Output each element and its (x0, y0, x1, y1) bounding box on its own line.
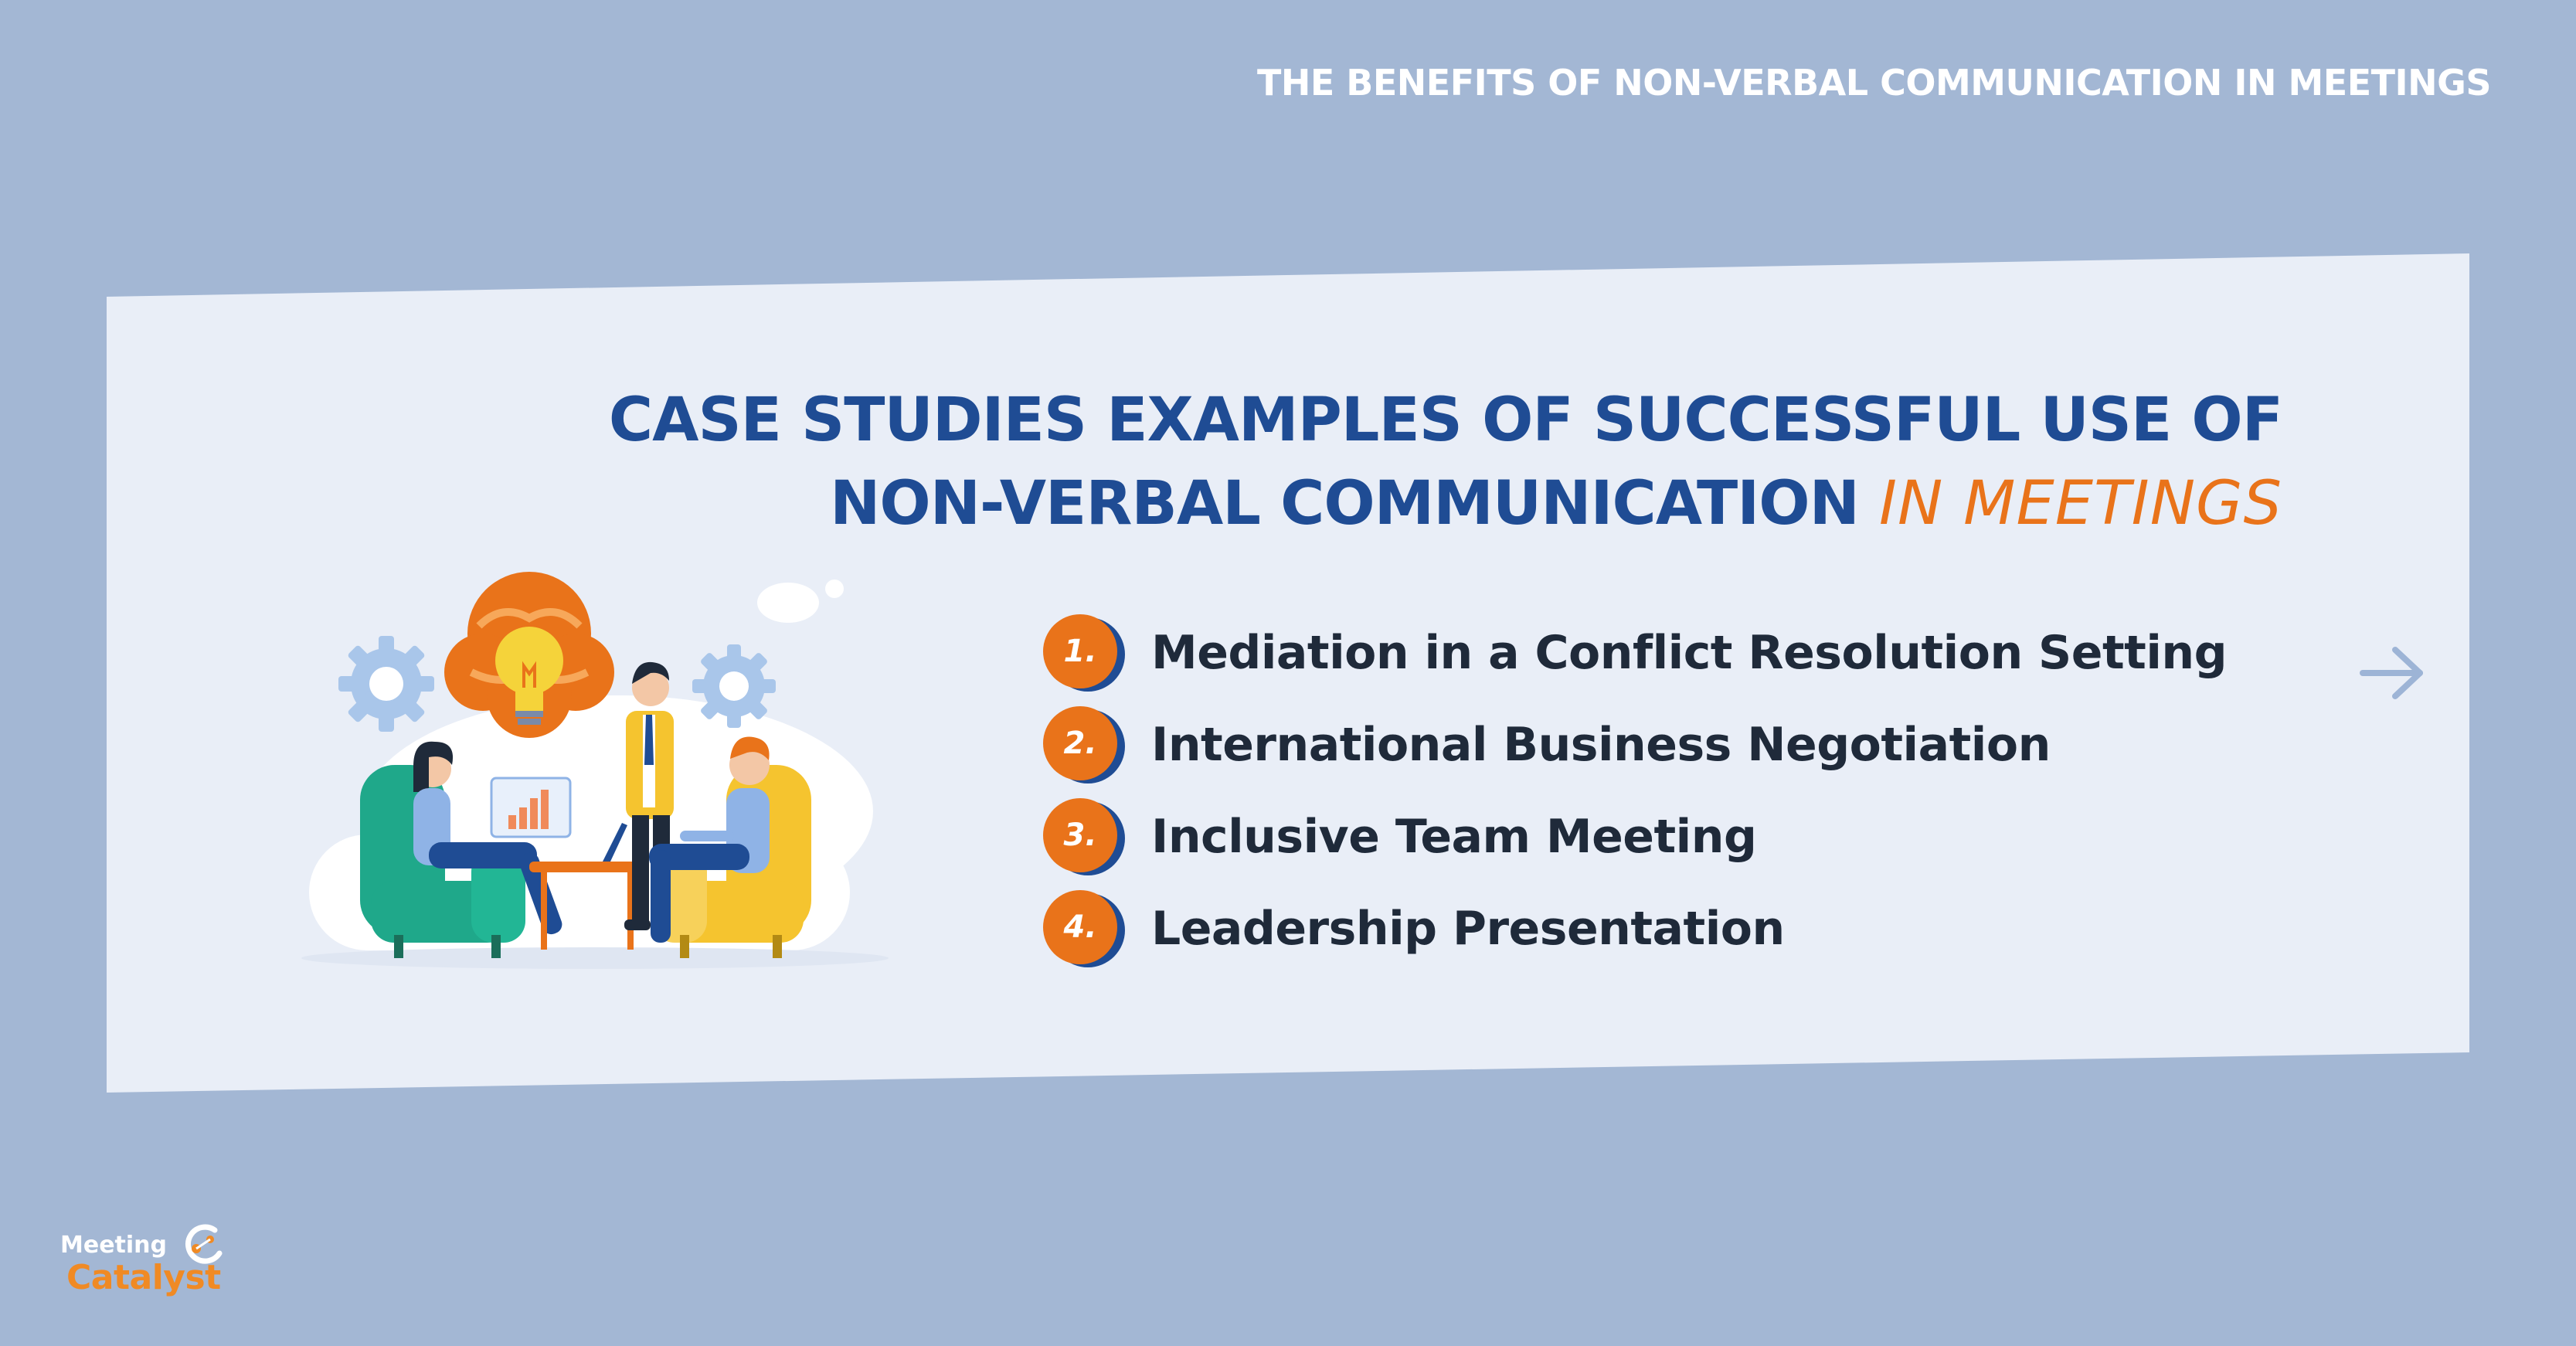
list-item: 4. Leadership Presentation (1043, 882, 2227, 974)
seated-man-figure (649, 736, 770, 943)
case-study-list: 1. Mediation in a Conflict Resolution Se… (1043, 607, 2228, 974)
coffee-table (529, 823, 645, 950)
number-badge: 4. (1043, 889, 1130, 967)
number-badge-label: 2. (1043, 705, 1117, 780)
number-badge: 2. (1043, 705, 1130, 783)
list-item-label: Mediation in a Conflict Resolution Setti… (1151, 625, 2228, 680)
list-item: 1. Mediation in a Conflict Resolution Se… (1043, 607, 2228, 698)
lightbulb-icon (495, 627, 563, 725)
list-item: 3. Inclusive Team Meeting (1043, 790, 2227, 882)
list-item-label: Leadership Presentation (1151, 901, 1785, 956)
number-badge-label: 4. (1043, 889, 1117, 964)
woman-figure (413, 741, 562, 935)
gear-icon (338, 636, 434, 732)
list-item-label: Inclusive Team Meeting (1151, 809, 1757, 864)
list-item-label: International Business Negotiation (1151, 717, 2051, 772)
standing-man-figure (624, 661, 679, 930)
page-title: THE BENEFITS OF NON-VERBAL COMMUNICATION… (1256, 62, 2492, 104)
number-badge-label: 3. (1043, 797, 1117, 872)
number-badge-label: 1. (1043, 614, 1117, 688)
arrow-right-icon[interactable] (2358, 644, 2428, 702)
headline-line-2: NON-VERBAL COMMUNICATION IN MEETINGS (583, 462, 2282, 546)
headline-accent: IN MEETINGS (1879, 469, 2282, 539)
tablet-chart (490, 777, 572, 838)
brand-logo: Meeting Catalyst (60, 1221, 246, 1298)
logo-mark-icon (185, 1224, 223, 1264)
number-badge: 1. (1043, 614, 1130, 692)
gear-icon (692, 644, 776, 728)
headline: CASE STUDIES EXAMPLES OF SUCCESSFUL USE … (583, 379, 2283, 546)
logo-word-catalyst: Catalyst (66, 1258, 221, 1297)
headline-line-1: CASE STUDIES EXAMPLES OF SUCCESSFUL USE … (608, 386, 2283, 455)
number-badge: 3. (1043, 797, 1130, 875)
list-item: 2. International Business Negotiation (1043, 698, 2227, 790)
logo-word-meeting: Meeting (60, 1232, 168, 1259)
meeting-illustration (301, 572, 889, 969)
headline-line-2-text: NON-VERBAL COMMUNICATION (830, 469, 1860, 539)
